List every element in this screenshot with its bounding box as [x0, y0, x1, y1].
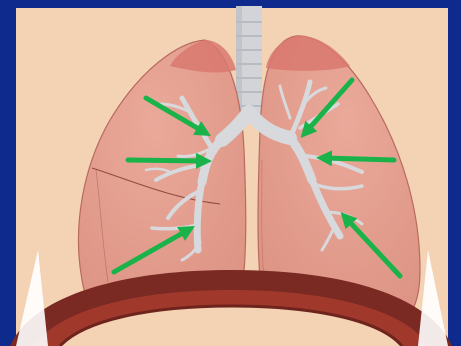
trachea	[236, 6, 262, 118]
arrow-icon	[128, 160, 204, 161]
arrow-icon	[324, 158, 394, 160]
